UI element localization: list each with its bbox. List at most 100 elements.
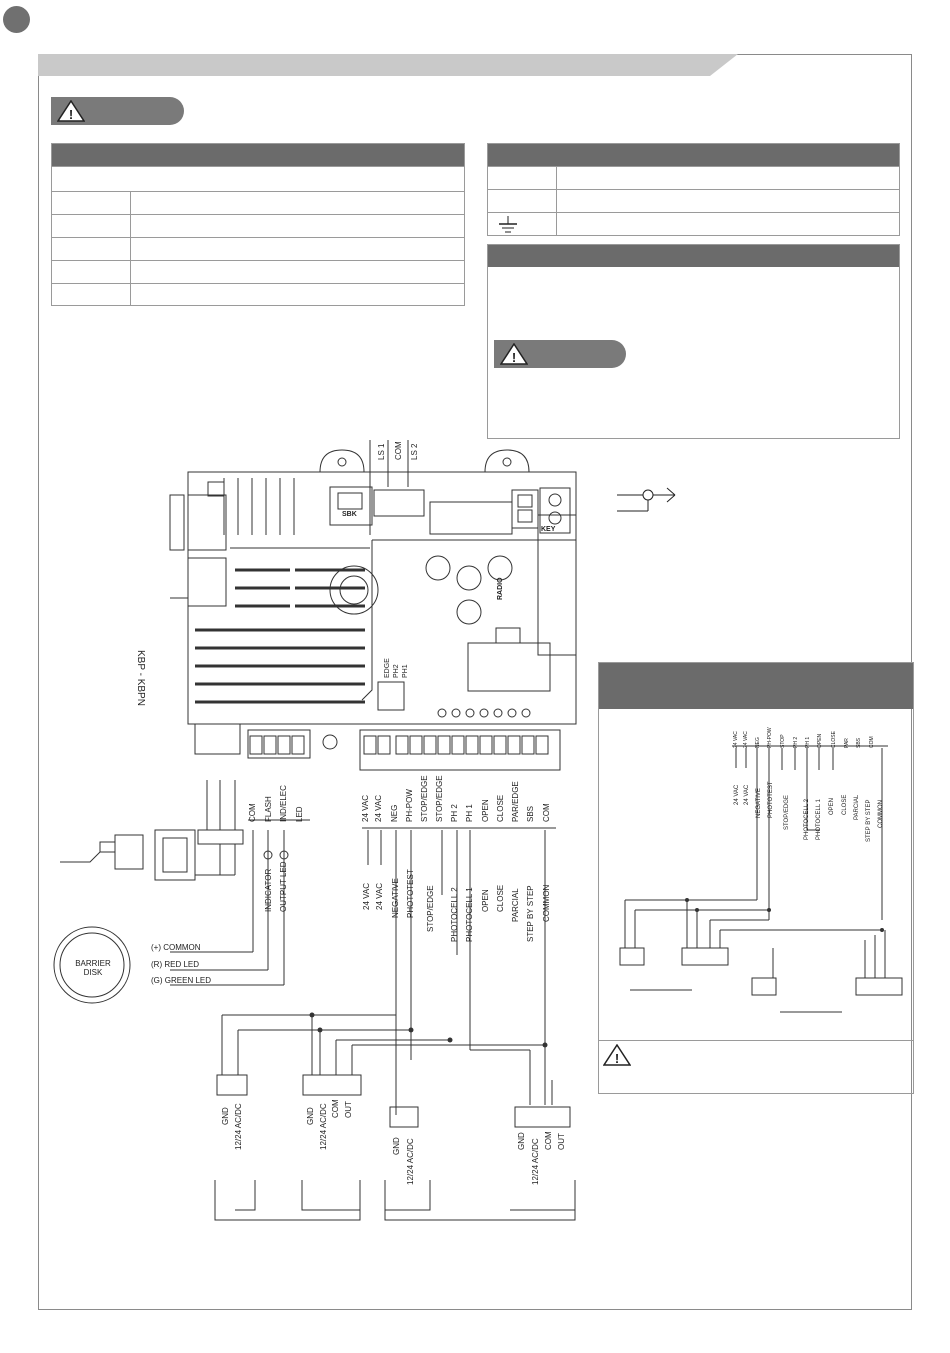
info-box — [487, 244, 900, 439]
terminal-label-led: LED — [295, 806, 304, 822]
barrier-disk-label-1: BARRIER — [75, 959, 111, 968]
label-dip-edge: EDGE — [384, 658, 391, 678]
label-kbp: KBP - KBPN — [135, 650, 146, 706]
svg-text:!: ! — [615, 1051, 619, 1066]
connection-table-right — [487, 143, 900, 236]
terminal-label: CLOSE — [496, 794, 505, 822]
info-header — [488, 245, 899, 267]
terminal-desc: PARCIAL — [511, 888, 520, 922]
photocell-supply: 12/24 AC/DC — [406, 1138, 415, 1185]
inset-desc: PHOTOCELL 2 — [804, 798, 810, 840]
terminal-desc: COMMON — [542, 884, 551, 922]
terminal-label: 24 VAC — [374, 795, 383, 822]
inset-terminal: PAR — [844, 738, 850, 748]
inset-terminal: STOP — [780, 734, 786, 748]
photocell-gnd: GND — [221, 1107, 230, 1125]
inset-terminal: 24 VAC — [733, 731, 739, 748]
terminal-desc: 24 VAC — [375, 883, 384, 910]
table-row — [52, 166, 464, 191]
terminal-label: 24 VAC — [361, 795, 370, 822]
label-ls2: LS 2 — [410, 443, 419, 460]
label-radio: RADIO — [497, 577, 504, 600]
terminal-label: PH-POW — [405, 789, 414, 822]
table-row — [488, 212, 899, 235]
inset-divider — [598, 1040, 914, 1041]
barrier-disk-label-2: DISK — [83, 968, 103, 977]
terminal-desc: NEGATIVE — [391, 878, 400, 918]
table-row — [52, 214, 464, 237]
photocell-gnd: GND — [306, 1107, 315, 1125]
control-board — [169, 440, 577, 771]
terminal-label: STOP/EDGE — [420, 775, 429, 822]
table-row — [52, 283, 464, 306]
barrier-lead-common: (+) COMMON — [151, 943, 201, 952]
inset-terminal: PH-POW — [767, 727, 773, 748]
terminal-label: COM — [542, 803, 551, 822]
label-key: KEY — [541, 526, 556, 533]
inset-desc: PHOTOCELL 1 — [816, 798, 822, 840]
terminal-label: STOP/EDGE — [435, 775, 444, 822]
table-header — [52, 144, 464, 166]
page-corner-marker — [3, 6, 30, 33]
terminal-desc: STEP BY STEP — [526, 885, 535, 942]
warning-icon: ! — [603, 1044, 631, 1066]
photocell-supply: 12/24 AC/DC — [531, 1138, 540, 1185]
terminal-desc: OPEN — [481, 889, 490, 912]
inset-desc: PHOTOTEST — [768, 781, 774, 818]
warning-tab-top: ! — [51, 97, 184, 125]
inset-terminal: SBS — [856, 737, 862, 748]
inset-terminal: PH 1 — [805, 736, 811, 748]
inset-desc: STEP BY STEP — [866, 799, 872, 842]
inset-panel — [598, 662, 914, 1094]
table-row — [52, 260, 464, 283]
wiring-diagram — [53, 780, 576, 1221]
table-row — [52, 191, 464, 214]
inset-desc: 24 VAC — [734, 784, 740, 805]
terminal-label: SBS — [526, 805, 535, 822]
inset-terminal: CLOSE — [831, 731, 837, 748]
inset-desc: 24 VAC — [744, 784, 750, 805]
photocell-com: COM — [544, 1131, 553, 1150]
inset-desc: NEGATIVE — [756, 788, 762, 818]
ground-icon — [499, 216, 517, 233]
svg-text:!: ! — [69, 107, 73, 122]
inset-terminal: PH 2 — [793, 736, 799, 748]
inset-desc: CLOSE — [842, 794, 848, 815]
inset-wiring — [619, 745, 903, 1013]
photocell-com: COM — [331, 1099, 340, 1118]
terminal-label: NEG — [390, 804, 399, 822]
connection-table-left — [51, 143, 465, 306]
photocell-out: OUT — [557, 1133, 566, 1150]
table-row — [488, 189, 899, 212]
warning-tab-info: ! — [494, 340, 626, 368]
terminal-label-ind-elec: IND/ELEC — [279, 785, 288, 822]
terminal-desc: PHOTOCELL 2 — [450, 887, 459, 942]
label-dip-ph2: PH2 — [393, 664, 400, 678]
terminal-label: PH 2 — [450, 804, 459, 822]
terminal-label-flash: FLASH — [264, 796, 273, 822]
warning-icon: ! — [500, 343, 528, 365]
terminal-desc: 24 VAC — [362, 883, 371, 910]
terminal-desc: CLOSE — [496, 884, 505, 912]
barrier-lead-red: (R) RED LED — [151, 960, 200, 969]
terminal-desc-output-led: OUTPUT LED — [279, 861, 288, 912]
terminal-label: PAR/EDGE — [511, 781, 520, 822]
table-header — [488, 144, 899, 166]
inset-desc: STOP/EDGE — [784, 795, 790, 830]
section-banner — [38, 54, 738, 76]
terminal-desc: PHOTOTEST — [406, 869, 415, 918]
barrier-lead-green: (G) GREEN LED — [151, 976, 212, 985]
table-row — [52, 237, 464, 260]
inset-header — [599, 663, 913, 709]
terminal-label: PH 1 — [465, 804, 474, 822]
inset-desc: OPEN — [829, 797, 835, 815]
antenna-symbol — [617, 487, 676, 512]
terminal-desc: PHOTOCELL 1 — [465, 887, 474, 942]
label-dip-ph1: PH1 — [402, 664, 409, 678]
svg-text:!: ! — [512, 350, 516, 365]
photocell-gnd: GND — [392, 1137, 401, 1155]
terminal-label-com: COM — [248, 803, 257, 822]
inset-terminal: OPEN — [817, 733, 823, 748]
inset-terminal: NEG — [755, 737, 761, 748]
table-row — [488, 166, 899, 189]
